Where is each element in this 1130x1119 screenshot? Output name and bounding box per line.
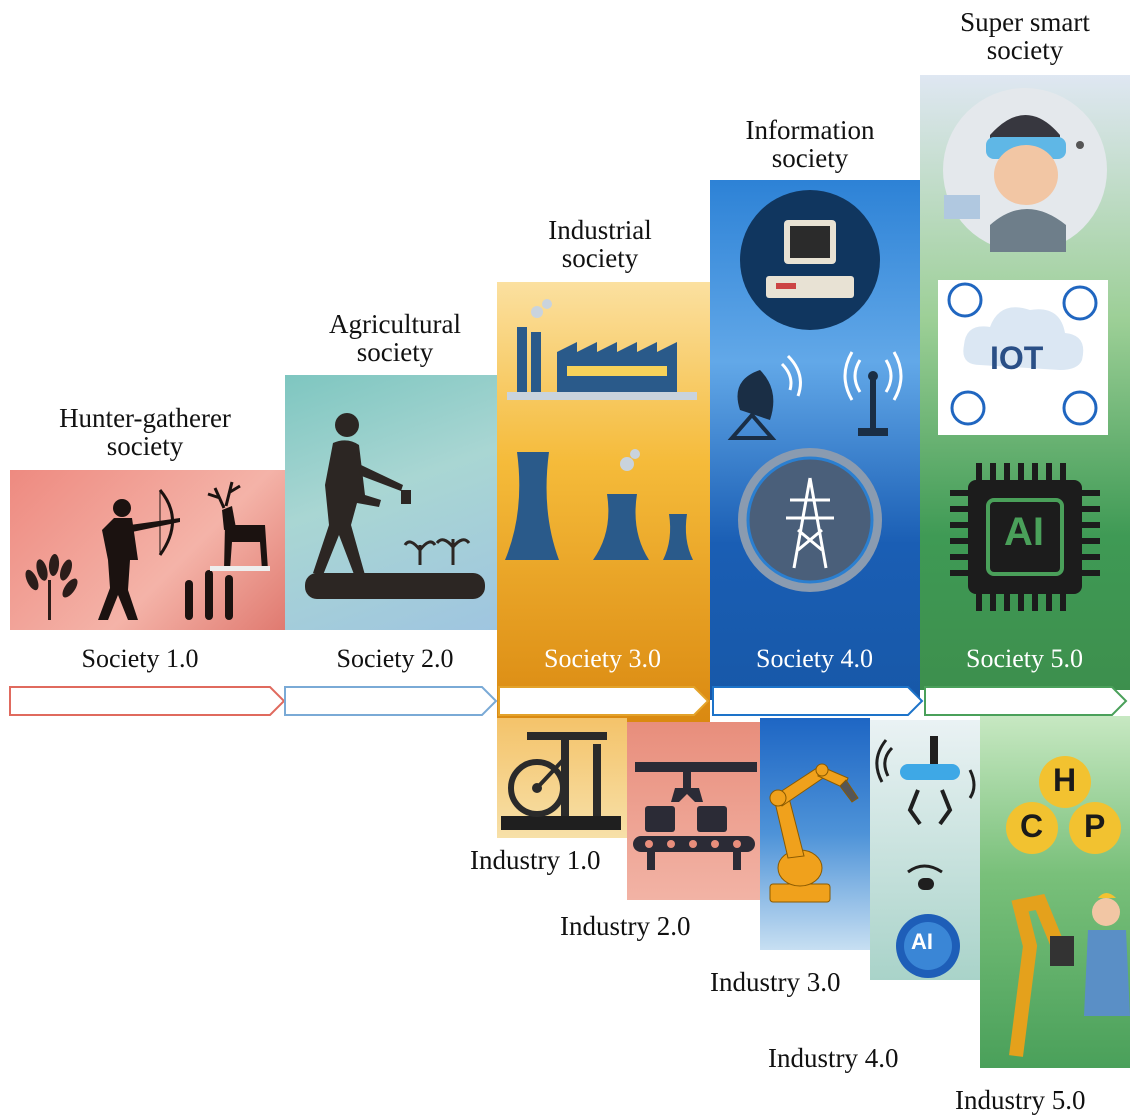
panel-society-2 <box>285 375 497 630</box>
ai-head-icon <box>896 914 960 978</box>
radio-antenna-icon <box>843 351 903 436</box>
society-3-stage: Society 3.0 <box>544 644 661 673</box>
society-3-title: Industrial society <box>505 216 695 272</box>
industry-2-stage: Industry 2.0 <box>560 911 691 941</box>
panel-industry-4 <box>870 720 980 980</box>
ai-head-text: AI <box>911 929 933 954</box>
panel-industry-3 <box>760 718 870 950</box>
industry-3-stage: Industry 3.0 <box>710 967 841 997</box>
society-5-stage: Society 5.0 <box>966 644 1083 673</box>
society-2-stage: Society 2.0 <box>336 644 454 673</box>
iot-text: IOT <box>990 340 1044 376</box>
society-1-title: Hunter-gatherer society <box>30 404 260 460</box>
society-2-title-line1: Agricultural <box>329 309 461 339</box>
satellite-dish-icon <box>727 354 802 440</box>
society-4-stage: Society 4.0 <box>756 644 873 673</box>
panel-society-1 <box>10 470 285 630</box>
hcp-letter-h: H <box>1053 762 1077 798</box>
society-5-title-line1: Super smart <box>960 7 1090 37</box>
timeline-arrow-2 <box>284 686 498 716</box>
ai-chip-text: AI <box>1004 510 1044 554</box>
society-2-title-line2: society <box>356 337 434 367</box>
society-stage-band-1 <box>10 630 285 686</box>
deer-icon <box>207 481 268 570</box>
hunter-archer-icon <box>98 489 180 620</box>
hcp-icon <box>1006 756 1121 854</box>
panel-society-5 <box>920 75 1130 690</box>
timeline-arrow-4 <box>712 686 924 716</box>
panel-society-4 <box>710 180 920 700</box>
industry-4-stage: Industry 4.0 <box>768 1043 899 1073</box>
cooling-tower-icon <box>505 449 693 560</box>
society-1-title-line1: Hunter-gatherer <box>59 403 231 433</box>
timeline-arrow-3 <box>498 686 710 716</box>
farmer-planting-icon <box>305 413 485 599</box>
assembly-line-icon <box>633 762 757 870</box>
society-3-title-line1: Industrial <box>548 215 652 245</box>
hunter-scene-icon <box>25 481 270 620</box>
hcp-letter-c: C <box>1020 808 1044 844</box>
vr-headset-person-icon <box>943 88 1107 252</box>
timeline-arrow-5 <box>924 686 1128 716</box>
panel-society-3 <box>497 282 710 732</box>
industry-1-stage: Industry 1.0 <box>470 845 601 875</box>
panel-industry-5 <box>980 716 1130 1068</box>
society-1-stage: Society 1.0 <box>81 644 199 673</box>
panel-industry-2 <box>627 722 760 900</box>
society-2-title: Agricultural society <box>300 310 490 366</box>
society-5-title: Super smart society <box>925 8 1125 64</box>
society-4-title-line2: society <box>771 143 849 173</box>
society-4-title: Information society <box>715 116 905 172</box>
society-5-title-line2: society <box>986 35 1064 65</box>
ai-chip-icon <box>950 463 1100 611</box>
factory-icon <box>507 299 697 400</box>
panel-industry-1 <box>497 718 627 838</box>
timeline-arrows <box>9 686 1128 716</box>
society-stage-band-2 <box>285 630 497 686</box>
society-3-title-line2: society <box>561 243 639 273</box>
wheat-icon <box>25 554 78 620</box>
grain-icon <box>185 566 270 620</box>
industry-5-stage: Industry 5.0 <box>955 1085 1086 1115</box>
smart-gripper-icon <box>875 736 976 890</box>
timeline-arrow-1 <box>9 686 286 716</box>
robot-arm-icon <box>769 763 859 903</box>
computer-icon <box>740 190 880 330</box>
power-pylon-icon <box>738 448 882 592</box>
hcp-letter-p: P <box>1084 808 1106 844</box>
iot-cloud-icon <box>938 280 1108 435</box>
society-4-title-line1: Information <box>745 115 875 145</box>
steam-engine-icon <box>501 732 621 830</box>
society-1-title-line2: society <box>106 431 184 461</box>
worker-robot-icon <box>1009 893 1130 1057</box>
